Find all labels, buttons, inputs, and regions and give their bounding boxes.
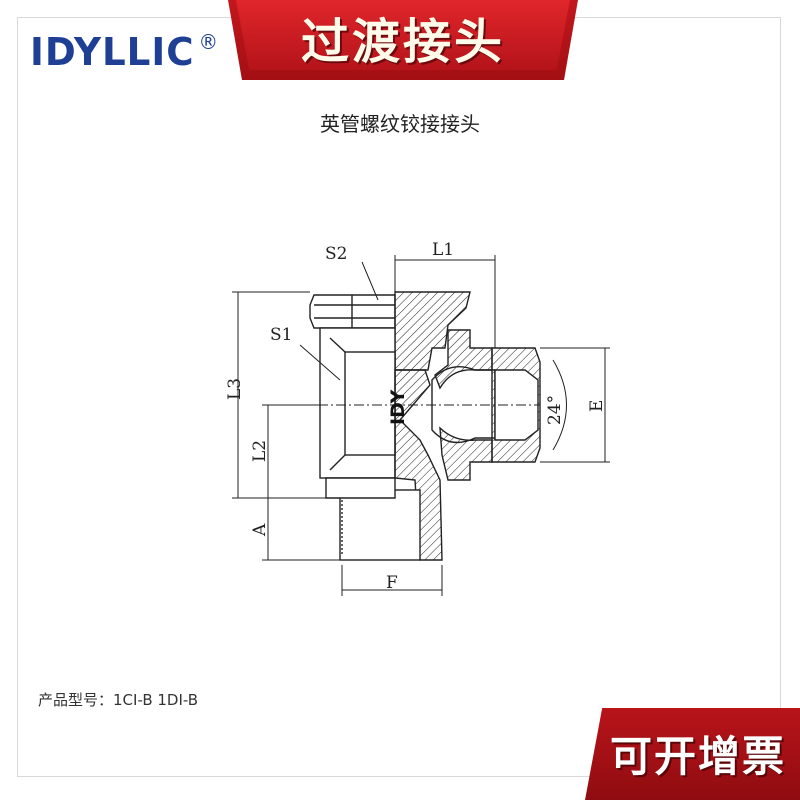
title-banner [228,0,578,80]
registered-mark: ® [198,30,220,54]
center-mark: IDY [387,390,409,425]
label-s2: S2 [325,244,347,264]
label-a: A [250,523,270,537]
label-angle: 24° [545,395,565,425]
label-f: F [386,573,398,593]
label-l3: L3 [225,378,245,400]
label-l2: L2 [250,440,270,462]
label-l1: L1 [432,240,454,260]
invoice-badge: 可开增票 [609,731,786,781]
drawing-caption: 英管螺纹铰接接头 [320,112,480,136]
page-title: 过渡接头 [300,14,505,70]
brand-logo: IDYLLIC® [30,30,220,74]
invoice-badge-bg [585,708,800,800]
label-s1: S1 [270,325,292,345]
label-e: E [587,400,607,412]
logo-text: IDYLLIC [30,30,195,74]
product-model: 产品型号：1CI-B 1DI-B [38,691,199,709]
